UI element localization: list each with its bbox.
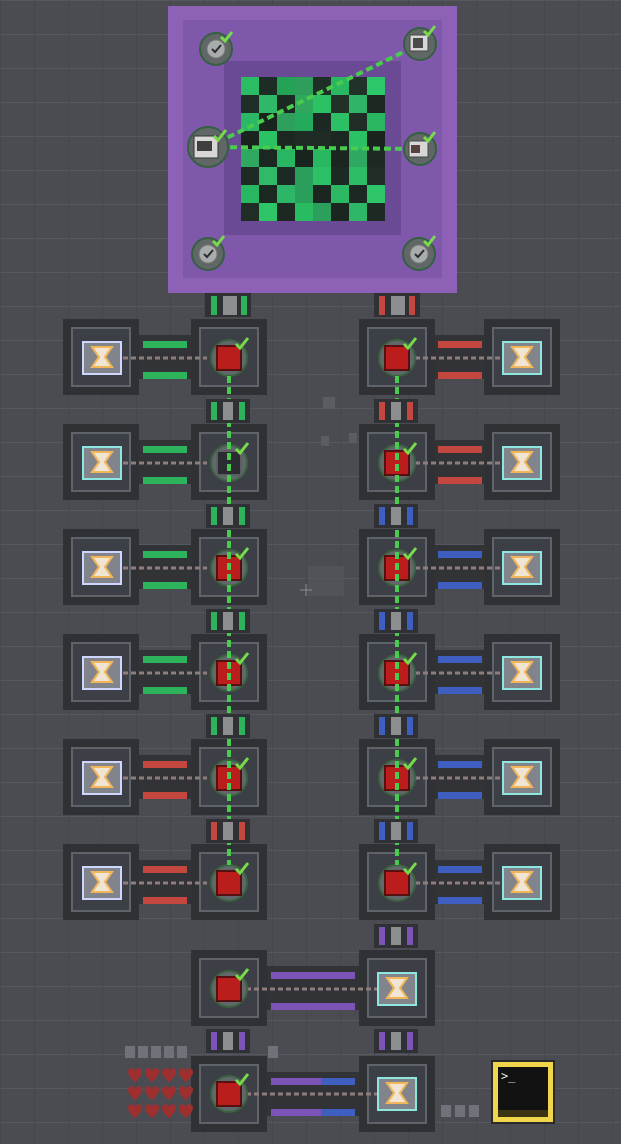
hourglass-timer-icon (90, 556, 114, 578)
hourglass-timer-icon (510, 556, 534, 578)
right-module-row-6 (359, 844, 560, 920)
status-node-top-left (199, 31, 234, 66)
red-processor-icon (216, 976, 242, 1002)
left-module-column (63, 319, 267, 920)
reactor-nodes (187, 25, 437, 271)
left-module-row-6 (63, 844, 267, 920)
checkmark-icon (422, 25, 437, 38)
terminal-button[interactable]: >_ (491, 1060, 555, 1124)
reactor-link-horizontal (207, 145, 421, 151)
right-module-column (359, 319, 560, 948)
right-module-row-5 (359, 739, 560, 815)
hourglass-timer-icon (510, 766, 534, 788)
hourglass-timer-icon (90, 766, 114, 788)
checkmark-icon (212, 129, 228, 143)
reactor-links (207, 42, 421, 151)
reactor-structure (168, 6, 457, 293)
health-hearts (128, 1068, 193, 1119)
left-module-row-2 (63, 424, 267, 500)
bottom-modules (191, 950, 435, 1132)
machine-node-left (187, 126, 229, 168)
terminal-prompt: >_ (501, 1069, 516, 1083)
hourglass-timer-icon (385, 977, 409, 999)
checkmark-icon (422, 131, 437, 144)
floor-details (125, 397, 479, 1119)
hourglass-timer-icon (510, 451, 534, 473)
hourglass-timer-icon (385, 1082, 409, 1104)
hourglass-timer-icon (510, 661, 534, 683)
hourglass-timer-icon (90, 871, 114, 893)
terminal-base (498, 1110, 548, 1117)
red-processor-icon (216, 1081, 242, 1107)
hourglass-timer-icon (90, 346, 114, 368)
red-processor-icon (384, 870, 410, 896)
right-module-row-4 (359, 634, 560, 710)
bottom-module-row-2 (191, 1056, 435, 1132)
left-module-row-1 (63, 319, 267, 395)
red-processor-icon (216, 870, 242, 896)
top-input-belts (205, 293, 420, 317)
machine-node-right (403, 131, 437, 166)
hourglass-timer-icon (510, 346, 534, 368)
red-processor-icon (216, 345, 242, 371)
checkmark-icon (219, 31, 234, 44)
status-node-bottom-right (402, 235, 437, 271)
terminal-icon: >_ (498, 1067, 548, 1111)
hourglass-timer-icon (90, 661, 114, 683)
reactor-link-diagonal (207, 42, 421, 149)
left-module-row-5 (63, 739, 267, 815)
checkmark-icon (211, 235, 226, 248)
status-node-bottom-left (191, 235, 226, 271)
right-module-row-1 (359, 319, 560, 395)
red-processor-icon (384, 345, 410, 371)
machine-node-top-right (403, 25, 437, 61)
hourglass-timer-icon (90, 451, 114, 473)
armor-icons (125, 1046, 278, 1058)
hourglass-timer-icon (510, 871, 534, 893)
bottom-module-row-1 (191, 950, 435, 1026)
checkmark-icon (422, 235, 437, 248)
hunger-icons (441, 1105, 479, 1117)
